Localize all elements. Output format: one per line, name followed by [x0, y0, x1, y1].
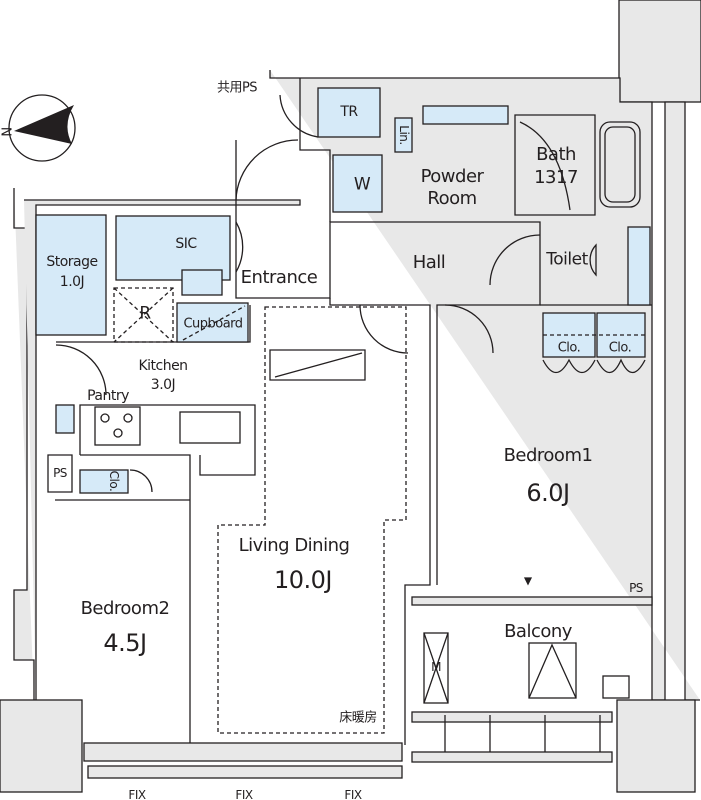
- label-tr: TR: [340, 104, 358, 120]
- label-closet-2: Clo.: [608, 340, 632, 356]
- label-bath: Bath: [536, 144, 576, 165]
- label-fix-window-1: FIX: [128, 788, 146, 800]
- label-ps-right: PS: [629, 581, 643, 595]
- kitchen-fixtures: [94, 406, 241, 446]
- label-kitchen-size: 3.0J: [150, 377, 176, 393]
- label-powder-room-1: Powder: [420, 166, 484, 187]
- label-ac-unit: M: [431, 660, 441, 674]
- label-bedroom2-size: 4.5J: [103, 629, 147, 657]
- label-living-dining: Living Dining: [238, 535, 350, 556]
- label-linen: Lin.: [397, 125, 411, 145]
- balcony-fixtures: [423, 577, 630, 752]
- label-hall: Hall: [412, 252, 446, 273]
- label-kitchen: Kitchen: [138, 358, 188, 374]
- label-floor-heating: 床暖房: [339, 710, 377, 726]
- label-bath-size: 1317: [534, 167, 578, 188]
- label-balcony: Balcony: [504, 621, 572, 642]
- partitions: [47, 78, 652, 745]
- label-fix-window-2: FIX: [235, 788, 253, 800]
- label-sic: SIC: [175, 236, 197, 252]
- compass-icon: [8, 94, 76, 162]
- label-bedroom1: Bedroom1: [503, 445, 593, 466]
- north-label: N: [0, 127, 16, 137]
- label-storage-size: 1.0J: [59, 274, 85, 290]
- label-bedroom1-size: 6.0J: [526, 479, 570, 507]
- label-powder-room-2: Room: [427, 188, 477, 209]
- label-pantry: Pantry: [87, 388, 129, 404]
- label-closet-1: Clo.: [557, 340, 581, 356]
- label-closet-small: Clo.: [107, 470, 121, 492]
- dashed-outlines: [113, 287, 645, 734]
- label-fix-window-3: FIX: [344, 788, 362, 800]
- label-cupboard: Cupboard: [183, 316, 243, 332]
- label-storage: Storage: [46, 254, 98, 270]
- label-living-dining-size: 10.0J: [273, 566, 333, 594]
- label-refrigerator: R: [139, 303, 151, 324]
- label-bedroom2: Bedroom2: [80, 598, 170, 619]
- label-shared-ps: 共用PS: [216, 80, 258, 96]
- label-ps-left: PS: [53, 466, 67, 480]
- label-washer: W: [353, 174, 371, 195]
- storage-fills: [35, 87, 651, 494]
- label-toilet: Toilet: [546, 249, 588, 270]
- label-entrance: Entrance: [240, 267, 318, 288]
